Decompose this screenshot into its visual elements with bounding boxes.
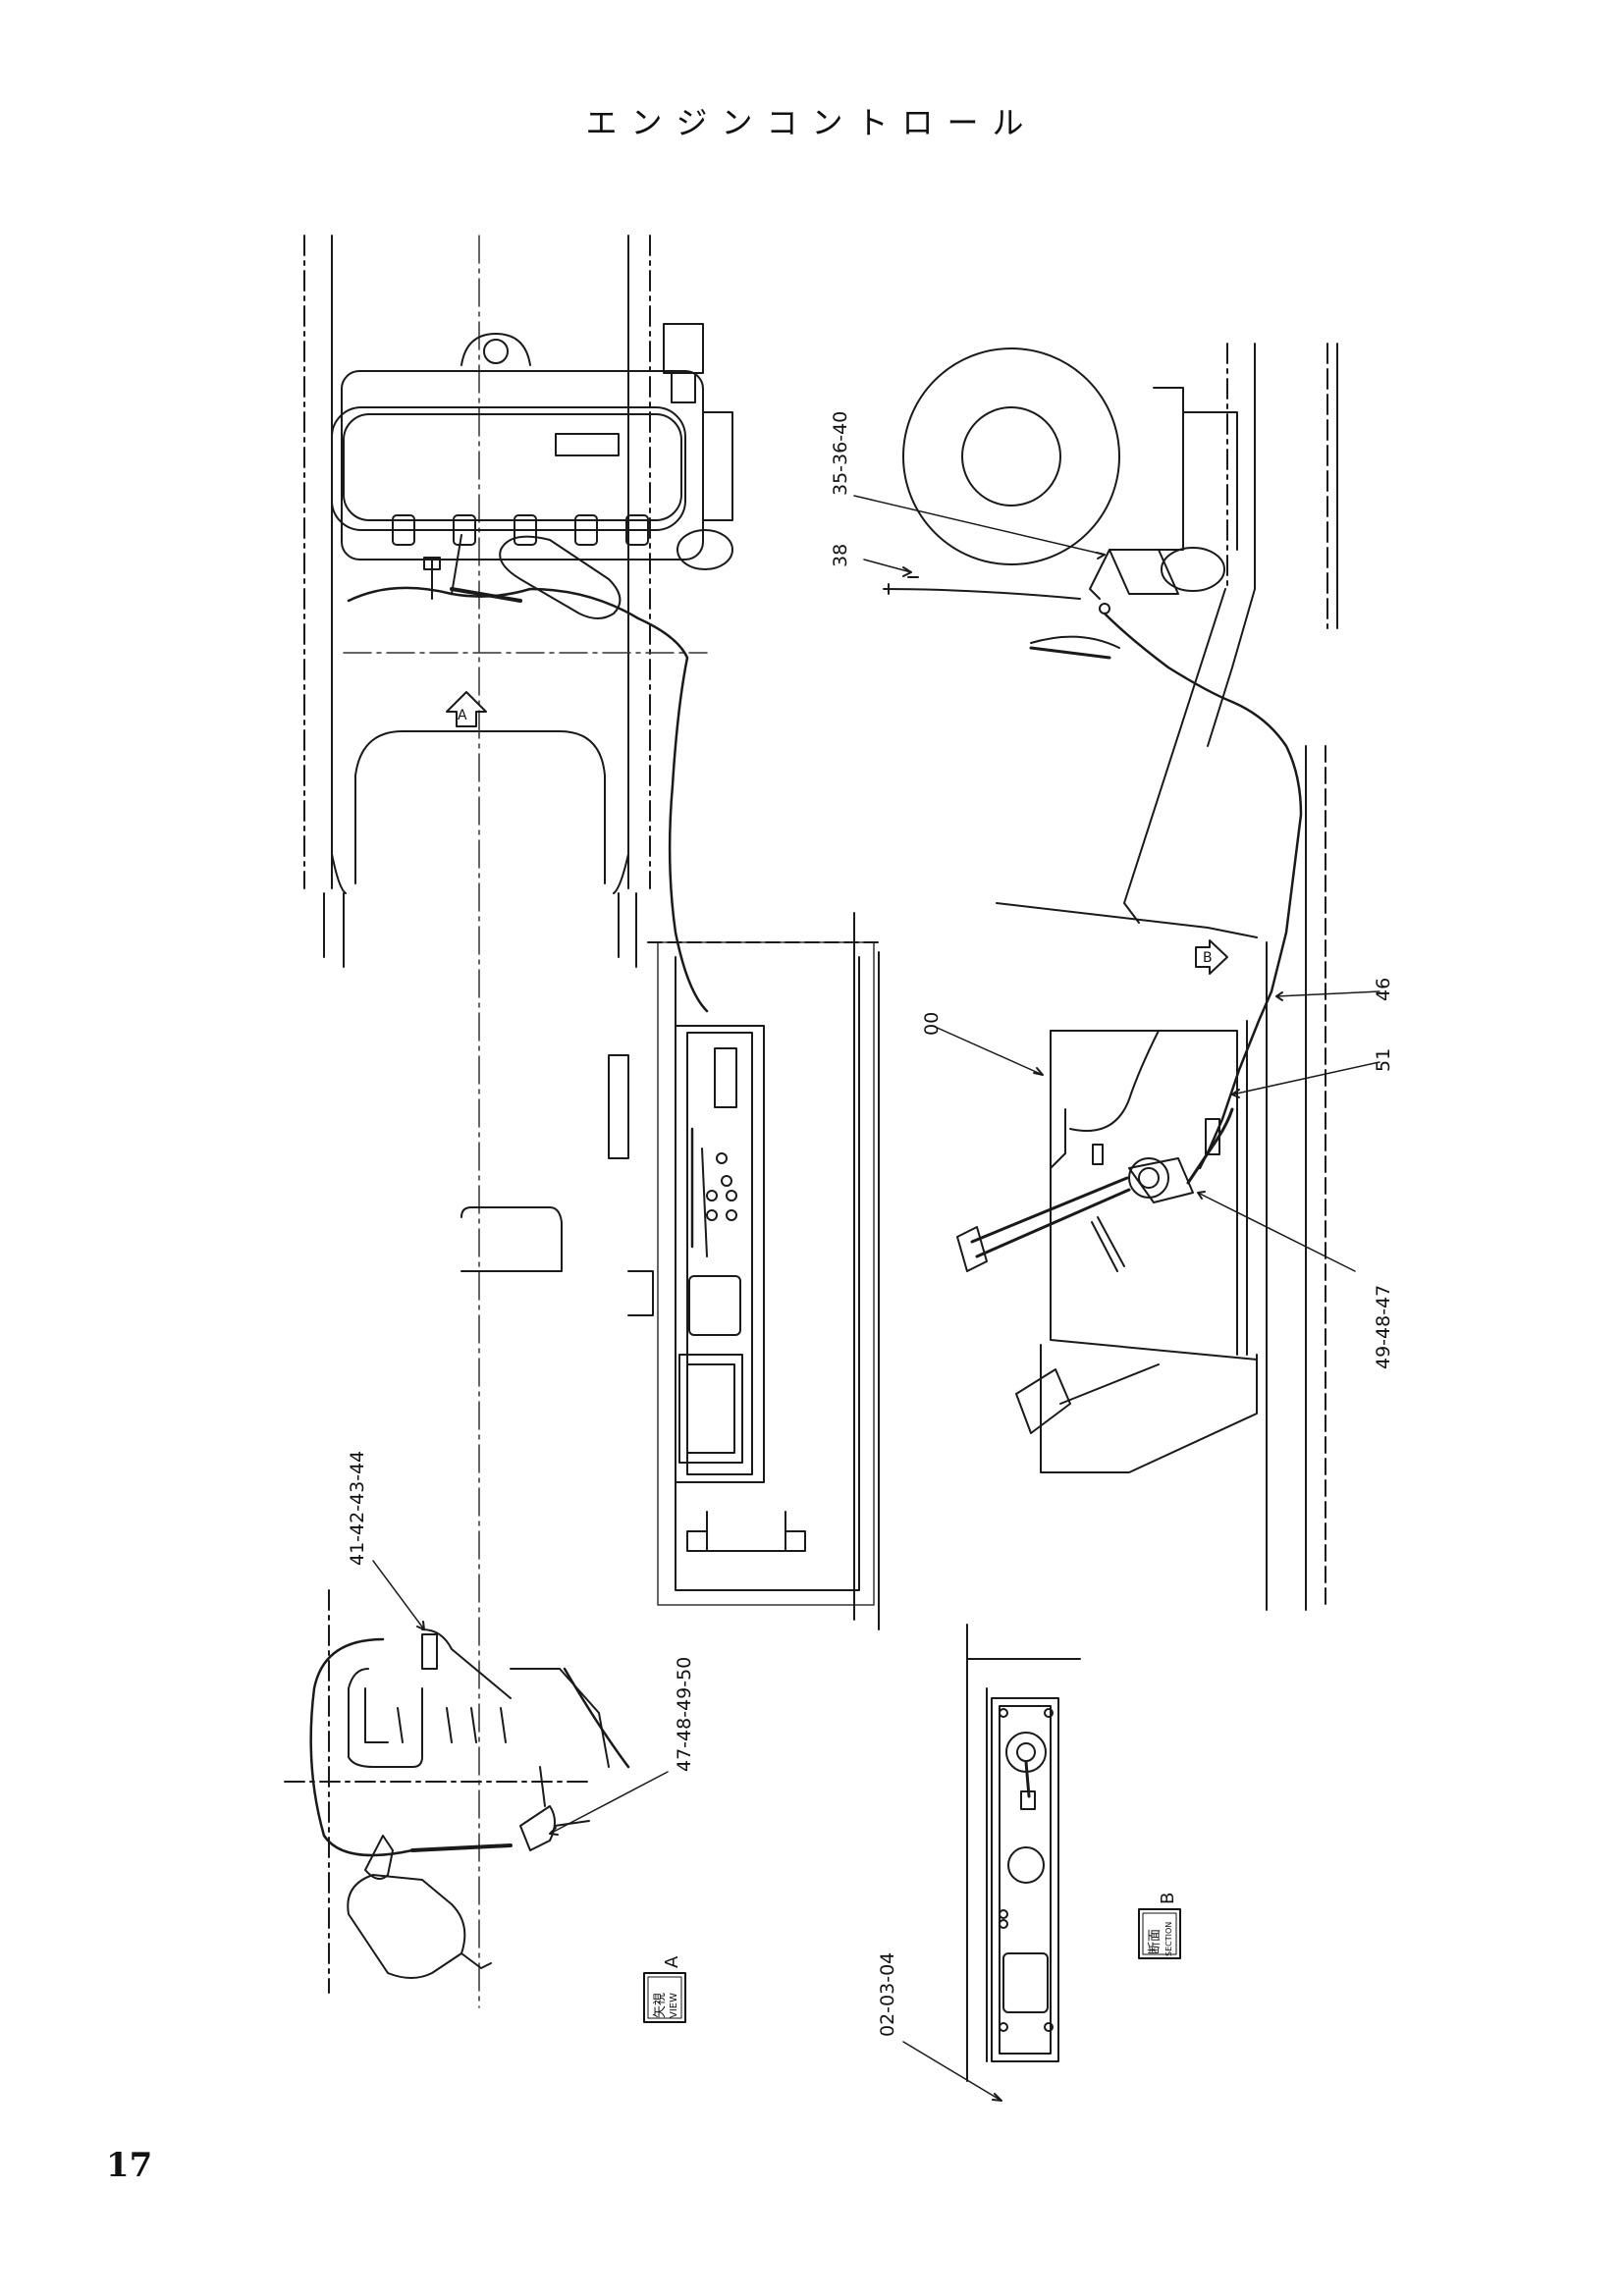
callout-47-48-49-50: 47-48-49-50 [674,1657,695,1772]
callout-00: 00 [921,1012,943,1036]
svg-text:A: A [662,1955,682,1968]
svg-text:SECTION: SECTION [1164,1922,1173,1956]
svg-text:A: A [458,708,467,723]
engine-block [331,323,733,619]
svg-text:B: B [1158,1893,1178,1904]
right-control-cable [1029,612,1303,1170]
cab-floor-side [996,902,1258,1473]
svg-text:矢視: 矢視 [653,1993,668,2018]
page-number: 17 [106,2146,153,2185]
center-line [343,235,708,2008]
side-frame [1030,343,1338,1611]
view-a-detail [284,1589,630,1994]
chassis-frame [303,235,651,968]
svg-text:VIEW: VIEW [669,1993,679,2018]
svg-text:B: B [1203,950,1213,966]
callout-49-48-47: 49-48-47 [1373,1285,1394,1369]
fan-shroud [902,347,1238,595]
section-b-detail [966,1624,1081,2082]
callout-02-03-04: 02-03-04 [877,1952,898,2037]
callout-38: 38 [830,544,851,567]
svg-text:断面: 断面 [1148,1929,1163,1954]
section-b-label: 断面 SECTION B [1138,1893,1181,1959]
page-title: エンジンコントロール [585,104,1038,141]
callout-41-42-43-44: 41-42-43-44 [347,1451,368,1566]
callout-46: 46 [1373,978,1394,1001]
engine-control-cable [347,534,709,1013]
fuel-control-lever [883,549,1110,614]
callout-35-36-40: 35-36-40 [830,411,851,496]
cab-floor-outline [460,912,885,1630]
view-a-arrow: A [446,691,487,727]
throttle-lever-assembly [956,1107,1234,1272]
control-console-top [675,1025,806,1552]
callout-leaders [372,495,1380,2102]
callout-labels: 35-36-40 38 00 46 51 49-48-47 41-42-43-4… [347,411,1394,2037]
callout-51: 51 [1373,1048,1394,1072]
view-a-label: 矢視 VIEW A [643,1955,686,2023]
view-b-arrow: B [1195,939,1228,975]
